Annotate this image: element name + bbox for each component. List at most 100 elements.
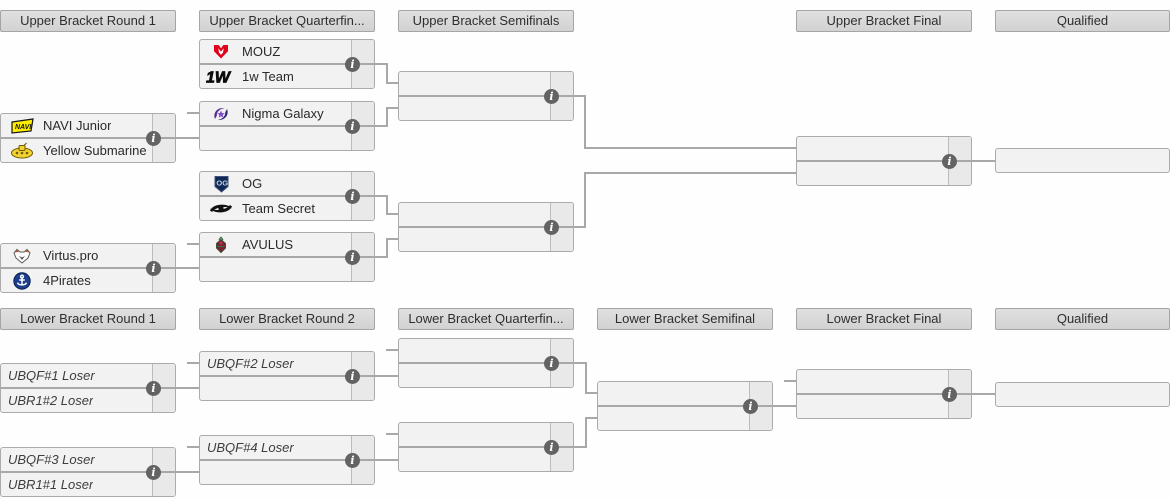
team-slot xyxy=(200,127,352,150)
match-lb-final: i xyxy=(796,369,972,419)
match-divider-line xyxy=(200,125,374,127)
connector-line xyxy=(386,433,398,435)
connector-line xyxy=(972,160,995,162)
match-info-icon[interactable]: i xyxy=(544,89,559,104)
match-info-icon[interactable]: i xyxy=(942,154,957,169)
team-slot[interactable]: 1W 1w Team xyxy=(200,65,352,88)
match-info-icon[interactable]: i xyxy=(544,440,559,455)
team-slot[interactable]: AVULUS xyxy=(200,233,352,256)
team-name: UBR1#1 Loser xyxy=(8,477,94,492)
connector-line xyxy=(375,375,398,377)
match-info-icon[interactable]: i xyxy=(345,119,360,134)
match-info-icon[interactable]: i xyxy=(345,57,360,72)
match-info-icon[interactable]: i xyxy=(345,250,360,265)
match-divider-line xyxy=(1,137,175,139)
4pirates-logo-icon xyxy=(1,269,43,292)
match-divider-line xyxy=(598,405,772,407)
avulus-logo-icon xyxy=(200,233,242,256)
team-name: UBQF#4 Loser xyxy=(207,440,294,455)
match-divider-line xyxy=(797,393,971,395)
match-divider-line xyxy=(200,459,374,461)
round-header-lower-bracket-semifinal: Lower Bracket Semifinal xyxy=(597,308,773,330)
team-slot: UBR1#2 Loser xyxy=(1,389,153,412)
match-divider-line xyxy=(1,471,175,473)
match-info-icon[interactable]: i xyxy=(146,381,161,396)
mouz-logo-icon xyxy=(200,40,242,63)
match-info-icon[interactable]: i xyxy=(146,465,161,480)
match-lb-r2-m2: i UBQF#4 Loser xyxy=(199,435,375,485)
connector-line xyxy=(386,195,388,215)
match-info-icon[interactable]: i xyxy=(345,189,360,204)
team-slot[interactable]: Yellow Submarine xyxy=(1,139,153,162)
connector-line xyxy=(574,446,587,448)
team-slot xyxy=(399,423,551,446)
match-divider-line xyxy=(399,226,573,228)
match-divider-line xyxy=(200,63,374,65)
match-info-icon[interactable]: i xyxy=(345,369,360,384)
round-header-lower-bracket-round-1: Lower Bracket Round 1 xyxy=(0,308,176,330)
connector-line xyxy=(574,362,587,364)
match-divider-line xyxy=(1,387,175,389)
connector-line xyxy=(176,471,199,473)
round-header-lower-bracket-final: Lower Bracket Final xyxy=(796,308,972,330)
team-slot xyxy=(797,370,949,393)
round-header-qualified: Qualified xyxy=(995,308,1170,330)
connector-line xyxy=(784,380,796,382)
team-slot[interactable]: MOUZ xyxy=(200,40,352,63)
connector-line xyxy=(187,112,199,114)
match-info-icon[interactable]: i xyxy=(146,261,161,276)
yellow-submarine-logo-icon xyxy=(1,139,43,162)
connector-line xyxy=(773,405,796,407)
team-slot[interactable]: Virtus.pro xyxy=(1,244,153,267)
match-lb-qf2: i xyxy=(398,422,574,472)
team-slot xyxy=(797,137,949,160)
svg-text:OG: OG xyxy=(216,178,228,187)
connector-line xyxy=(386,82,398,84)
match-divider-line xyxy=(399,362,573,364)
match-q-lb xyxy=(995,382,1170,407)
connector-line xyxy=(375,195,388,197)
connector-line xyxy=(585,392,597,394)
connector-line xyxy=(176,137,199,139)
team-name: UBQF#1 Loser xyxy=(8,368,95,383)
team-slot xyxy=(797,395,949,418)
connector-line xyxy=(386,349,398,351)
round-header-upper-bracket-semifinals: Upper Bracket Semifinals xyxy=(398,10,574,32)
connector-line xyxy=(375,459,398,461)
svg-text:1W: 1W xyxy=(206,69,232,85)
team-slot xyxy=(200,377,352,400)
match-info-icon[interactable]: i xyxy=(942,387,957,402)
match-info-icon[interactable]: i xyxy=(345,453,360,468)
team-slot: UBR1#1 Loser xyxy=(1,473,153,496)
team-name: 1w Team xyxy=(242,69,294,84)
round-header-lower-bracket-round-2: Lower Bracket Round 2 xyxy=(199,308,375,330)
team-slot xyxy=(996,149,1169,172)
match-q-ub xyxy=(995,148,1170,173)
team-slot xyxy=(399,339,551,362)
connector-line xyxy=(375,63,388,65)
connector-line xyxy=(584,147,796,149)
match-info-icon[interactable]: i xyxy=(544,220,559,235)
match-divider-line xyxy=(200,375,374,377)
team-slot: UBQF#3 Loser xyxy=(1,448,153,471)
team-secret-logo-icon xyxy=(200,197,242,220)
team-slot[interactable]: Team Secret xyxy=(200,197,352,220)
match-info-icon[interactable]: i xyxy=(743,399,758,414)
match-info-icon[interactable]: i xyxy=(544,356,559,371)
match-divider-line xyxy=(399,446,573,448)
team-slot[interactable]: 4Pirates xyxy=(1,269,153,292)
connector-line xyxy=(386,238,388,258)
match-info-icon[interactable]: i xyxy=(146,131,161,146)
match-lb-sf: i xyxy=(597,381,773,431)
connector-line xyxy=(187,243,199,245)
match-divider-line xyxy=(399,95,573,97)
team-slot: UBQF#1 Loser xyxy=(1,364,153,387)
team-slot[interactable]: Nigma Galaxy xyxy=(200,102,352,125)
